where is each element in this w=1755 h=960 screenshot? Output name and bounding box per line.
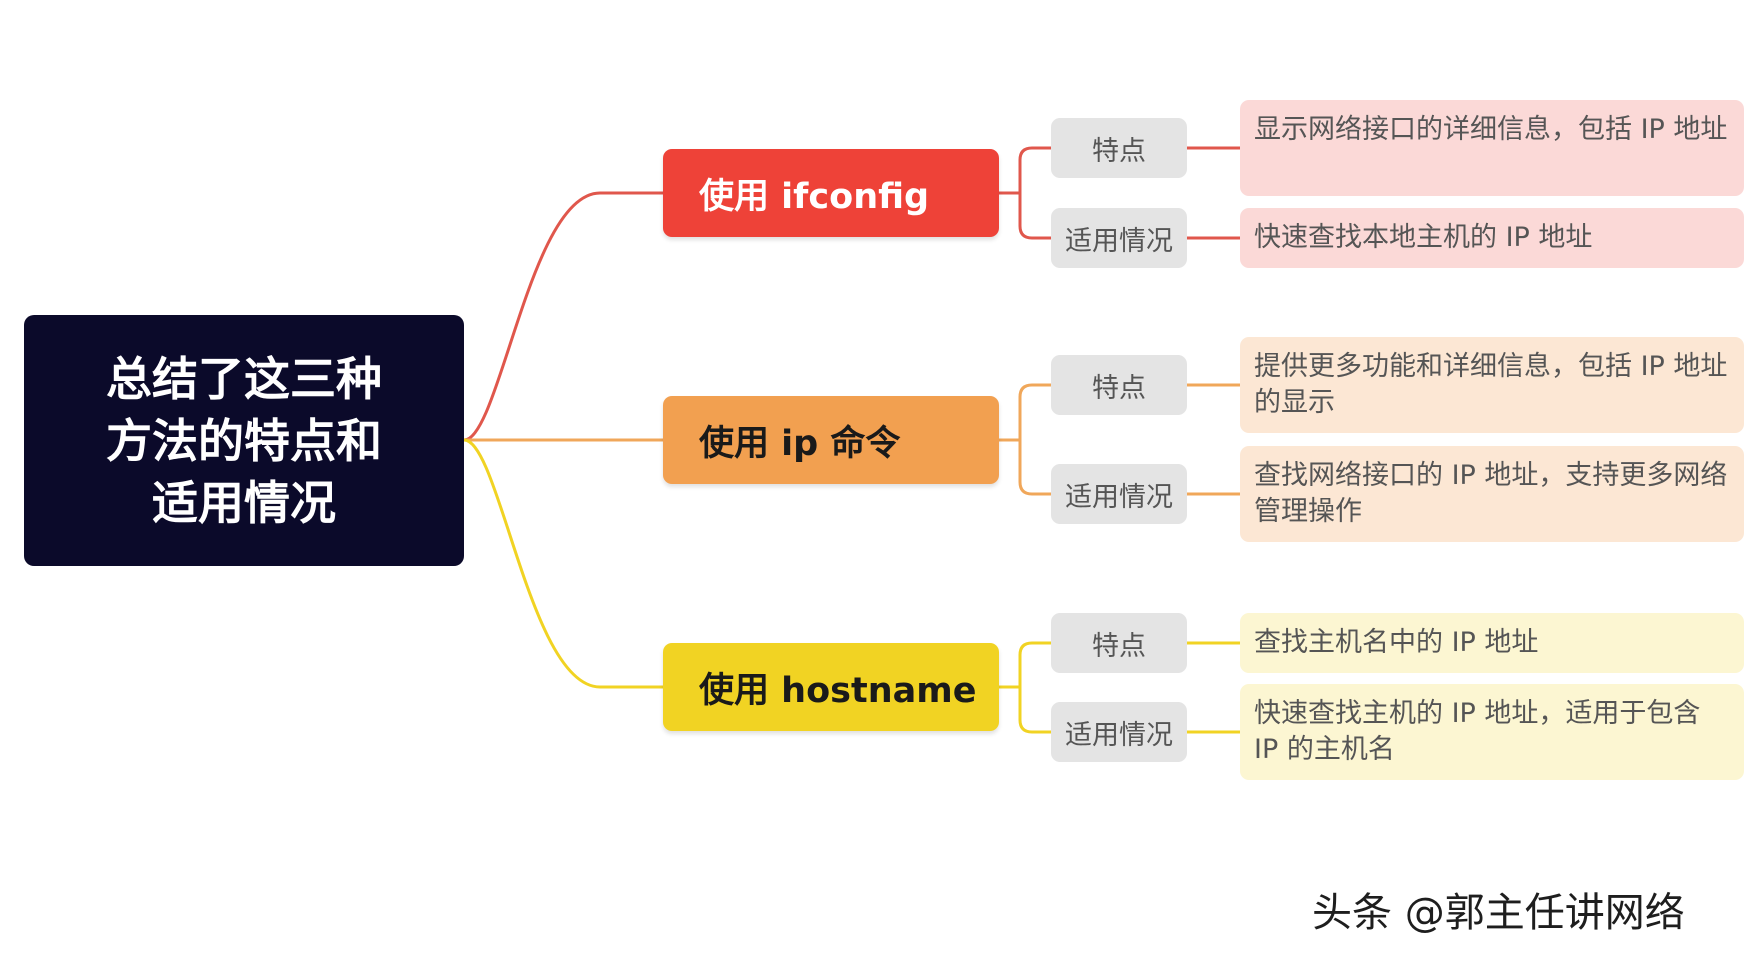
desc-ifconfig-feature: 显示网络接口的详细信息，包括 IP 地址 [1240,100,1744,196]
connector-root-hostname [463,438,663,689]
label-ip-usage: 适用情况 [1051,464,1187,524]
connector-ifconfig-feature [999,146,1051,195]
label-hostname-usage: 适用情况 [1051,702,1187,762]
connector-ifconfig-usage [1018,193,1051,240]
label-hostname-feature: 特点 [1051,613,1187,673]
connector-hostname-feature [999,641,1051,689]
root-node: 总结了这三种方法的特点和适用情况 [24,315,464,566]
desc-hostname-usage: 快速查找主机的 IP 地址，适用于包含 IP 的主机名 [1240,684,1744,780]
connector-hostname-usage [1018,687,1051,734]
label-ifconfig-feature: 特点 [1051,118,1187,178]
connector-ip-usage [1018,440,1051,496]
desc-ip-feature: 提供更多功能和详细信息，包括 IP 地址的显示 [1240,337,1744,433]
watermark: 头条 @郭主任讲网络 [1312,890,1685,936]
connector-root-ifconfig [463,191,663,442]
branch-hostname: 使用 hostname [663,643,999,731]
desc-ip-usage: 查找网络接口的 IP 地址，支持更多网络管理操作 [1240,446,1744,542]
desc-hostname-feature: 查找主机名中的 IP 地址 [1240,613,1744,673]
label-ifconfig-usage: 适用情况 [1051,208,1187,268]
desc-ifconfig-usage: 快速查找本地主机的 IP 地址 [1240,208,1744,268]
branch-ifconfig: 使用 ifconfig [663,149,999,237]
root-title: 总结了这三种方法的特点和适用情况 [106,351,382,530]
connector-ip-feature [999,383,1051,442]
branch-hostname-title: 使用 hostname [699,670,977,711]
label-ip-feature: 特点 [1051,355,1187,415]
branch-ip-command-title: 使用 ip 命令 [699,423,901,464]
branch-ip-command: 使用 ip 命令 [663,396,999,484]
branch-ifconfig-title: 使用 ifconfig [699,176,930,217]
